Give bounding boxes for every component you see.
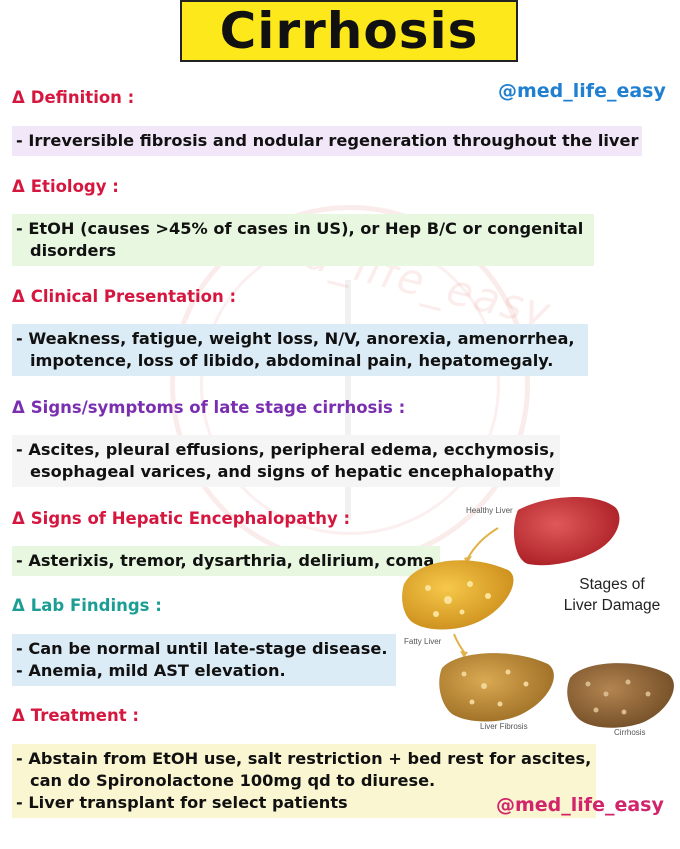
arrow-icon [467, 527, 499, 559]
page-title-box: Cirrhosis [180, 0, 518, 62]
triangle-icon: Δ [12, 88, 25, 107]
triangle-icon: Δ [12, 287, 25, 306]
text-line: - Weakness, fatigue, weight loss, N/V, a… [16, 329, 575, 348]
label-cirrhosis: Cirrhosis [614, 728, 646, 737]
text-line: - Irreversible fibrosis and nodular rege… [16, 131, 639, 150]
box-etiology: - EtOH (causes >45% of cases in US), or … [12, 214, 594, 266]
label-fatty-liver: Fatty Liver [404, 637, 442, 646]
liver-stages-diagram [402, 496, 674, 728]
cirrhosis-liver-icon [567, 663, 674, 728]
diagram-title: Stages of Liver Damage [556, 574, 668, 616]
diagram-title-line: Stages of [579, 576, 645, 593]
box-late-stage-signs: - Ascites, pleural effusions, peripheral… [12, 435, 560, 487]
text-line: esophageal varices, and signs of hepatic… [30, 462, 555, 481]
page-title: Cirrhosis [219, 2, 479, 60]
text-line: - Abstain from EtOH use, salt restrictio… [16, 749, 592, 768]
text-line: - Can be normal until late-stage disease… [16, 639, 388, 658]
triangle-icon: Δ [12, 509, 25, 528]
box-hepatic-encephalopathy: - Asterixis, tremor, dysarthria, deliriu… [12, 546, 440, 576]
fatty-liver-icon [402, 560, 514, 630]
text-line: - Anemia, mild AST elevation. [16, 661, 286, 680]
box-treatment: - Abstain from EtOH use, salt restrictio… [12, 744, 596, 818]
handle-bottom: @med_life_easy [496, 794, 664, 816]
label-healthy-liver: Healthy Liver [466, 506, 513, 515]
watermark-staff-icon [345, 280, 351, 520]
triangle-icon: Δ [12, 177, 25, 196]
diagram-title-line: Liver Damage [563, 597, 661, 614]
box-lab-findings: - Can be normal until late-stage disease… [12, 634, 396, 686]
healthy-liver-icon [513, 496, 620, 566]
fibrosis-liver-icon [439, 653, 554, 722]
handle-top: @med_life_easy [498, 80, 666, 102]
box-clinical-presentation: - Weakness, fatigue, weight loss, N/V, a… [12, 324, 588, 376]
text-line: disorders [30, 241, 117, 260]
arrow-head-icon [460, 651, 468, 658]
text-line: - Liver transplant for select patients [16, 793, 348, 812]
text-line: impotence, loss of libido, abdominal pai… [30, 351, 554, 370]
text-line: can do Spironolactone 100mg qd to diures… [30, 771, 436, 790]
text-line: - Ascites, pleural effusions, peripheral… [16, 440, 555, 459]
arrow-icon [453, 633, 465, 653]
text-line: - Asterixis, tremor, dysarthria, deliriu… [16, 551, 435, 570]
text-line: - EtOH (causes >45% of cases in US), or … [16, 219, 584, 238]
triangle-icon: Δ [12, 398, 25, 417]
triangle-icon: Δ [12, 596, 25, 615]
box-definition: - Irreversible fibrosis and nodular rege… [12, 126, 642, 156]
triangle-icon: Δ [12, 706, 25, 725]
label-liver-fibrosis: Liver Fibrosis [480, 722, 528, 731]
